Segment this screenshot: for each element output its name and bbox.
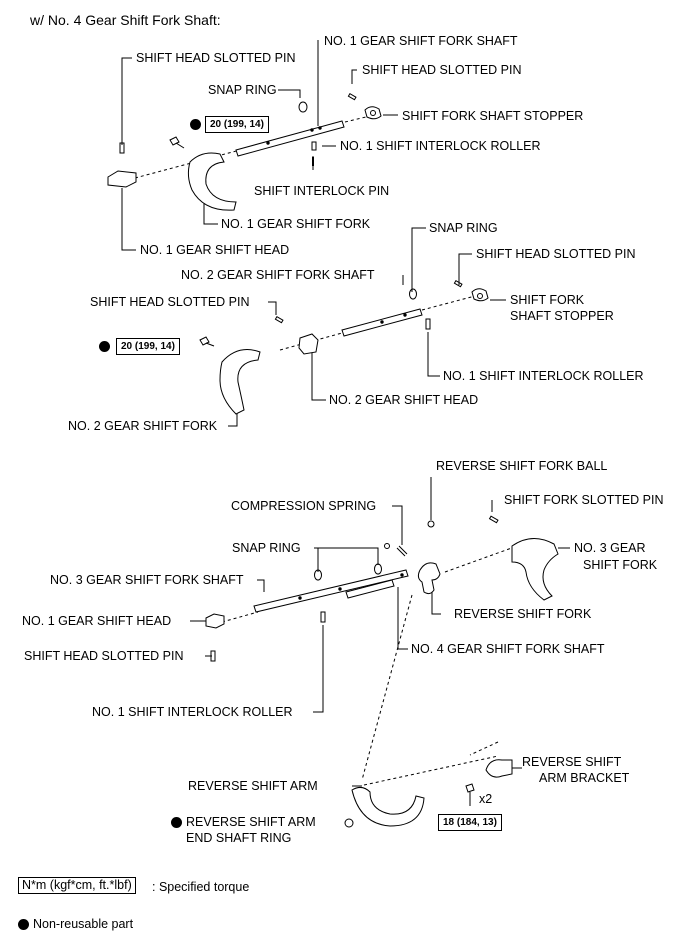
legend-nonreusable-dot — [18, 919, 29, 930]
shift-fork-shaft-stopper-2 — [471, 288, 489, 302]
label-no1-gear-shift-fork: NO. 1 GEAR SHIFT FORK — [221, 217, 371, 231]
slotted-pin-3 — [274, 315, 284, 324]
label-shift-head-slotted-pin-2: SHIFT HEAD SLOTTED PIN — [362, 63, 522, 77]
slotted-pin-1 — [347, 92, 357, 101]
torque-box-3: 18 (184, 13) — [438, 814, 502, 831]
label-shift-head-slotted-pin-1: SHIFT HEAD SLOTTED PIN — [136, 51, 296, 65]
end-shaft-ring-shape — [344, 818, 354, 828]
legend-nonreusable-text: Non-reusable part — [33, 917, 134, 931]
legend-torque-box: N*m (kgf*cm, ft.*lbf) — [18, 877, 136, 894]
label-no4-gear-shift-fork-shaft: NO. 4 GEAR SHIFT FORK SHAFT — [411, 642, 605, 656]
label-no2-gear-shift-head: NO. 2 GEAR SHIFT HEAD — [329, 393, 479, 407]
nonreusable-marker-3 — [171, 817, 182, 828]
label-reverse-shift-fork: REVERSE SHIFT FORK — [454, 607, 592, 621]
label-snap-ring-1: SNAP RING — [208, 83, 277, 97]
torque-box-2: 20 (199, 14) — [116, 338, 180, 355]
no3-gear-shift-fork-shaft-shape — [253, 569, 409, 613]
label-no1-gear-shift-fork-shaft: NO. 1 GEAR SHIFT FORK SHAFT — [324, 34, 518, 48]
label-reverse-shift: REVERSE SHIFT — [522, 755, 622, 769]
label-shift-interlock-pin: SHIFT INTERLOCK PIN — [254, 184, 390, 198]
bolt-2 — [199, 336, 215, 347]
reverse-shift-fork-shape — [417, 562, 441, 595]
no2-gear-shift-fork-shape — [219, 349, 261, 415]
label-shift-head-slotted-pin-4: SHIFT HEAD SLOTTED PIN — [90, 295, 250, 309]
no1-gear-shift-fork-shape — [187, 152, 237, 211]
snap-ring-4 — [374, 563, 382, 575]
no4-gear-shift-fork-shaft-shape — [345, 579, 395, 599]
bolt-1 — [169, 136, 185, 149]
shift-fork-shaft-stopper-1 — [364, 106, 382, 120]
no1-gear-shift-head-shape — [107, 170, 137, 188]
interlock-roller-3 — [320, 611, 326, 623]
no2-gear-shift-head-shape — [298, 333, 319, 355]
page-title: w/ No. 4 Gear Shift Fork Shaft: — [30, 12, 221, 28]
reverse-shift-fork-ball — [427, 520, 435, 528]
label-reverse-shift-fork-ball: REVERSE SHIFT FORK BALL — [436, 459, 608, 473]
label-shift-head-slotted-pin-3: SHIFT HEAD SLOTTED PIN — [476, 247, 636, 261]
snap-ring-1 — [298, 101, 308, 113]
label-shift-head-slotted-pin-5: SHIFT HEAD SLOTTED PIN — [24, 649, 184, 663]
slotted-pin-4 — [488, 515, 499, 524]
label-no1-gear-shift-head-2: NO. 1 GEAR SHIFT HEAD — [22, 614, 172, 628]
label-no2-gear-shift-fork: NO. 2 GEAR SHIFT FORK — [68, 419, 218, 433]
label-compression-spring: COMPRESSION SPRING — [231, 499, 377, 513]
label-no1-gear-shift-head-1: NO. 1 GEAR SHIFT HEAD — [140, 243, 290, 257]
no3-gear-shift-fork-shape — [511, 538, 559, 601]
label-no3-gear: NO. 3 GEAR — [574, 541, 646, 555]
label-shift-fork-3: SHIFT FORK — [583, 558, 658, 572]
snap-ring-2 — [409, 288, 417, 300]
reverse-shift-arm-shape — [351, 786, 425, 827]
label-no1-shift-interlock-roller-2: NO. 1 SHIFT INTERLOCK ROLLER — [443, 369, 644, 383]
label-no2-gear-shift-fork-shaft: NO. 2 GEAR SHIFT FORK SHAFT — [181, 268, 375, 282]
label-x2: x2 — [479, 792, 493, 806]
label-no3-gear-shift-fork-shaft: NO. 3 GEAR SHIFT FORK SHAFT — [50, 573, 244, 587]
no1-gear-shift-head-3-shape — [205, 613, 225, 629]
label-reverse-shift-arm: REVERSE SHIFT ARM — [188, 779, 318, 793]
interlock-roller-2 — [425, 318, 431, 330]
section-3-parts — [190, 477, 570, 828]
nonreusable-marker-1 — [190, 119, 201, 130]
nonreusable-marker-2 — [99, 341, 110, 352]
reverse-shift-arm-bracket-shape — [485, 759, 513, 778]
no2-gear-shift-fork-shaft-shape — [341, 308, 423, 337]
section-2-parts — [199, 227, 506, 427]
torque-box-1: 20 (199, 14) — [205, 116, 269, 133]
snap-ring-3 — [314, 569, 322, 581]
slotted-pin-5 — [210, 650, 216, 662]
no1-gear-shift-fork-shaft-shape — [235, 120, 345, 157]
legend-torque-text: : Specified torque — [152, 880, 250, 894]
label-snap-ring-2: SNAP RING — [429, 221, 498, 235]
bolt-3 — [465, 783, 475, 806]
section-1-parts — [107, 40, 398, 251]
slotted-pin-vertical-1 — [119, 142, 125, 154]
label-shift-fork-slotted-pin: SHIFT FORK SLOTTED PIN — [504, 493, 664, 507]
label-end-shaft-ring: END SHAFT RING — [186, 831, 292, 845]
label-reverse-shift-arm-end: REVERSE SHIFT ARM — [186, 815, 316, 829]
slotted-pin-2 — [453, 279, 463, 288]
label-shift-fork-shaft-stopper: SHIFT FORK SHAFT STOPPER — [402, 109, 584, 123]
label-no1-shift-interlock-roller-1: NO. 1 SHIFT INTERLOCK ROLLER — [340, 139, 541, 153]
label-no1-shift-interlock-roller-3: NO. 1 SHIFT INTERLOCK ROLLER — [92, 705, 293, 719]
label-arm-bracket: ARM BRACKET — [539, 771, 630, 785]
label-snap-ring-3: SNAP RING — [232, 541, 301, 555]
compression-spring-shape — [396, 545, 408, 557]
label-shift-fork: SHIFT FORK — [510, 293, 585, 307]
label-shaft-stopper: SHAFT STOPPER — [510, 309, 614, 323]
interlock-roller-1 — [311, 141, 317, 151]
